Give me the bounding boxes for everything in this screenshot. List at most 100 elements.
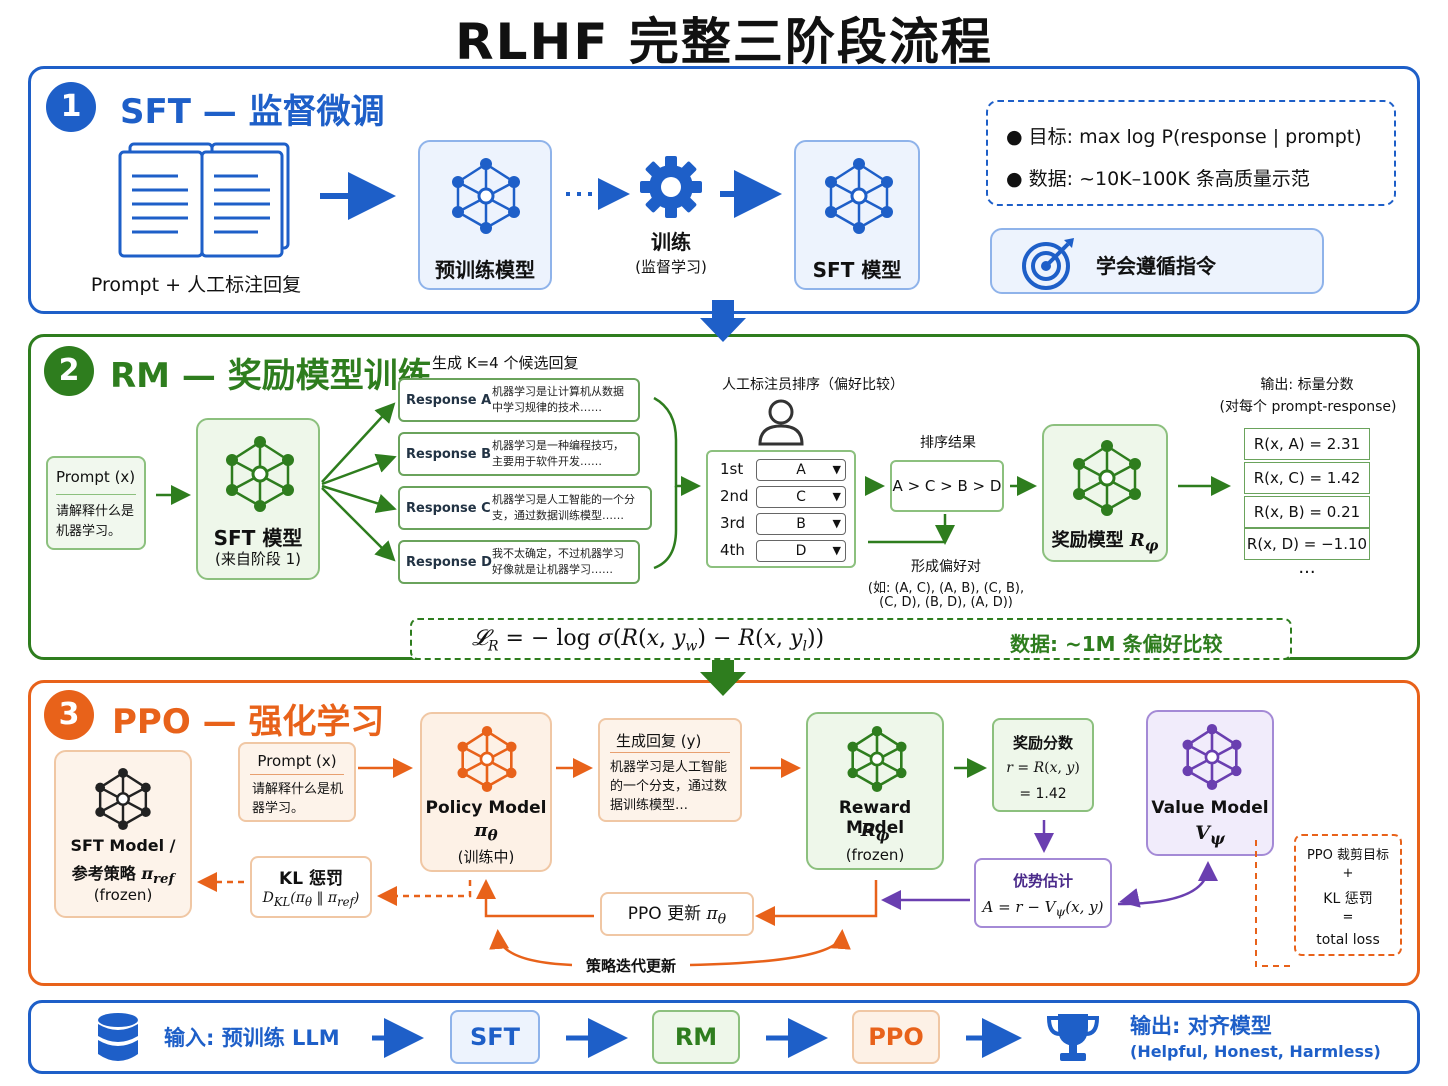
clip-line: + (1342, 866, 1354, 881)
loss-box: 𝓛R = − log σ(R(x, yw) − R(x, yl)) 数据: ~1… (410, 618, 1292, 660)
ppo-prompt-title: Prompt (x) (257, 752, 337, 770)
ref-line2: 参考策略 πref (56, 860, 190, 887)
score-ellipsis: ··· (1298, 562, 1316, 583)
data-text: ● 数据: ~10K–100K 条高质量示范 (1006, 168, 1310, 190)
advantage-box: 优势估计 A = r − Vψ(x, y) (974, 858, 1112, 928)
learn-label: 学会遵循指令 (1096, 254, 1216, 278)
clip-line: PPO 裁剪目标 (1306, 848, 1390, 863)
score-row: R(x, C) = 1.42 (1244, 462, 1370, 494)
step-ppo: PPO (852, 1010, 940, 1064)
kl-penalty-box: KL 惩罚 DKL(πθ ‖ πref) (250, 856, 372, 918)
ref-frozen: (frozen) (93, 886, 153, 904)
step-sft: SFT (450, 1010, 540, 1064)
rank-select[interactable]: B▼ (756, 513, 846, 535)
reward-model-label: 奖励模型 Rφ (1044, 526, 1166, 555)
adv-formula: A = r − Vψ(x, y) (982, 898, 1104, 919)
rank-value: D (795, 543, 807, 559)
score-title: 奖励分数 (1012, 734, 1073, 752)
score-row: R(x, A) = 2.31 (1244, 428, 1370, 460)
rm-prompt-text: 请解释什么是机器学习。 (56, 504, 135, 539)
generated-reply-box: 生成回复 (y) 机器学习是人工智能的一个分支，通过数据训练模型… (598, 718, 742, 822)
score-value: = 1.42 (1019, 786, 1067, 802)
stage2-heading: RM — 奖励模型训练 (110, 356, 432, 396)
pairs-text: (如: (A, C), (A, B), (C, B), (867, 581, 1025, 596)
pairs-title: 形成偏好对 (911, 559, 981, 575)
order-title: 排序结果 (920, 435, 976, 451)
ranking-box: 1st A▼ 2nd C▼ 3rd B▼ 4th D▼ (706, 450, 856, 568)
pretrained-model-label: 预训练模型 (435, 258, 535, 282)
ref-model-box: SFT Model / 参考策略 πref (frozen) (54, 750, 192, 918)
input-label: 输入: 预训练 LLM (164, 1026, 340, 1050)
ppo-update-box: PPO 更新 πθ (600, 892, 754, 936)
ppo-prompt-box: Prompt (x) 请解释什么是机器学习。 (238, 742, 356, 822)
stage3-badge: 3 (44, 690, 94, 740)
clip-line: = (1342, 910, 1354, 925)
rank-pos: 3rd (720, 514, 745, 532)
gen-title: 生成回复 (y) (616, 732, 702, 750)
value-model-box: Value Model Vψ (1146, 710, 1274, 856)
clip-line: total loss (1316, 932, 1380, 948)
target-icon (1022, 238, 1074, 290)
loss-data-label: 数据: ~1M 条偏好比较 (1010, 632, 1223, 656)
score-row: R(x, D) = −1.10 (1244, 528, 1370, 560)
divider (610, 752, 730, 753)
page-title: RLHF 完整三阶段流程 (455, 13, 993, 71)
person-icon (758, 399, 804, 446)
policy-label: Policy Model (425, 798, 547, 818)
pi-theta-symbol: πθ (706, 904, 727, 928)
chevron-down-icon: ▼ (832, 517, 841, 530)
output-sub: (对每个 prompt-response) (1219, 399, 1397, 415)
ref-line2-text: 参考策略 (71, 864, 136, 883)
docs-label: Prompt + 人工标注回复 (90, 274, 302, 296)
response-text: 我不太确定，不过机器学习好像就是让机器学习…… (492, 547, 624, 576)
score-formula: r = R(x, y) (1006, 760, 1080, 776)
network-icon (1073, 440, 1141, 516)
pi-theta-symbol: πθ (474, 820, 498, 845)
adv-label: 优势估计 (1012, 872, 1073, 890)
stage1-badge: 1 (46, 82, 96, 132)
pretrained-model-box: 预训练模型 (418, 140, 552, 290)
response-text: 机器学习是让计算机从数据中学习规律的技术…… (492, 385, 624, 414)
rm-prompt-title: Prompt (x) (56, 468, 136, 486)
rank-select[interactable]: C▼ (756, 486, 846, 508)
trophy-icon (1046, 1014, 1100, 1061)
data-value: 数据: ~10K–100K 条高质量示范 (1028, 168, 1310, 190)
divider (56, 494, 136, 495)
network-icon (847, 726, 907, 792)
network-icon (95, 768, 151, 830)
r-phi-symbol: Rφ (1129, 530, 1159, 555)
clip-line: KL 惩罚 (1323, 891, 1373, 907)
rank-select[interactable]: A▼ (756, 459, 846, 481)
chevron-down-icon: ▼ (832, 463, 841, 476)
output-label: 输出: 对齐模型 (1130, 1014, 1272, 1038)
network-icon (226, 436, 294, 512)
goal-value: 目标: max log P(response | prompt) (1028, 126, 1362, 148)
response-text: 机器学习是人工智能的一个分支，通过数据训练模型…… (492, 493, 635, 522)
kl-label: KL 惩罚 (279, 869, 343, 889)
ref-line1: SFT Model / (70, 836, 176, 855)
stage1-heading: SFT — 监督微调 (120, 92, 385, 132)
documents-icon (118, 142, 290, 258)
step-rm: RM (652, 1010, 740, 1064)
rank-value: A (796, 462, 806, 478)
learn-box: 学会遵循指令 (990, 228, 1324, 294)
train-sub-label: (监督学习) (635, 258, 707, 276)
order-box: A > C > B > D (890, 460, 1004, 512)
stage2-badge: 2 (44, 346, 94, 396)
loss-formula: 𝓛R = − log σ(R(x, yw) − R(x, yl)) (472, 626, 825, 655)
gear-icon (640, 156, 702, 218)
v-psi-symbol: Vψ (1195, 822, 1225, 848)
reward-model-box: 奖励模型 Rφ (1042, 424, 1168, 562)
reward-sub: (frozen) (845, 846, 905, 864)
stage3-heading: PPO — 强化学习 (112, 702, 385, 742)
ppo-prompt-text: 请解释什么是机器学习。 (252, 782, 344, 816)
rank-pos: 4th (720, 541, 745, 559)
rank-select[interactable]: D▼ (756, 540, 846, 562)
sft-model-label: SFT 模型 (812, 258, 902, 282)
policy-model-box: Policy Model πθ (训练中) (420, 712, 552, 872)
output-title: 输出: 标量分数 (1260, 377, 1354, 393)
reward-score-box: 奖励分数 r = R(x, y) = 1.42 (992, 718, 1094, 812)
rank-pos: 1st (720, 460, 744, 478)
response-text: 机器学习是一种编程技巧，主要用于软件开发…… (492, 439, 624, 468)
